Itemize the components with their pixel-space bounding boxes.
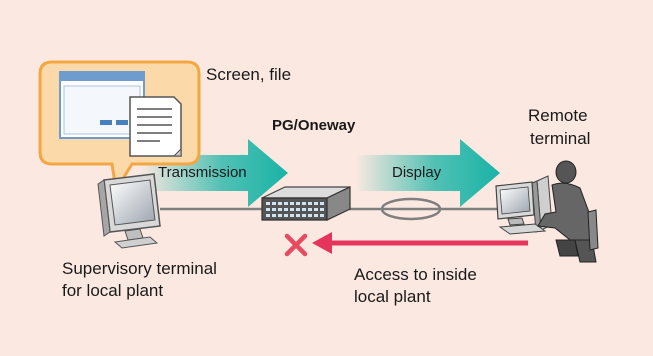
access-label-line2: local plant xyxy=(354,287,431,306)
blocked-x-icon xyxy=(284,233,308,257)
network-cloud xyxy=(380,197,442,221)
access-label-line1: Access to inside xyxy=(354,265,477,284)
supervisory-terminal-icon xyxy=(97,173,161,249)
remote-terminal-icon xyxy=(495,160,599,263)
screen-file-label: Screen, file xyxy=(206,65,292,84)
access-arrow xyxy=(312,232,528,254)
supervisory-terminal-label-line2: for local plant xyxy=(62,281,164,300)
screen-file-callout xyxy=(38,60,201,195)
remote-terminal-label-line2: terminal xyxy=(530,129,591,148)
document-icon xyxy=(129,96,182,157)
remote-terminal-label-line1: Remote xyxy=(528,106,588,125)
display-arrow xyxy=(355,139,500,207)
transmission-label: Transmission xyxy=(158,164,247,181)
pg-oneway-device-icon xyxy=(261,186,351,221)
pg-oneway-label: PG/Oneway xyxy=(272,117,356,134)
supervisory-terminal-label-line1: Supervisory terminal xyxy=(62,259,217,278)
display-label: Display xyxy=(392,164,442,181)
